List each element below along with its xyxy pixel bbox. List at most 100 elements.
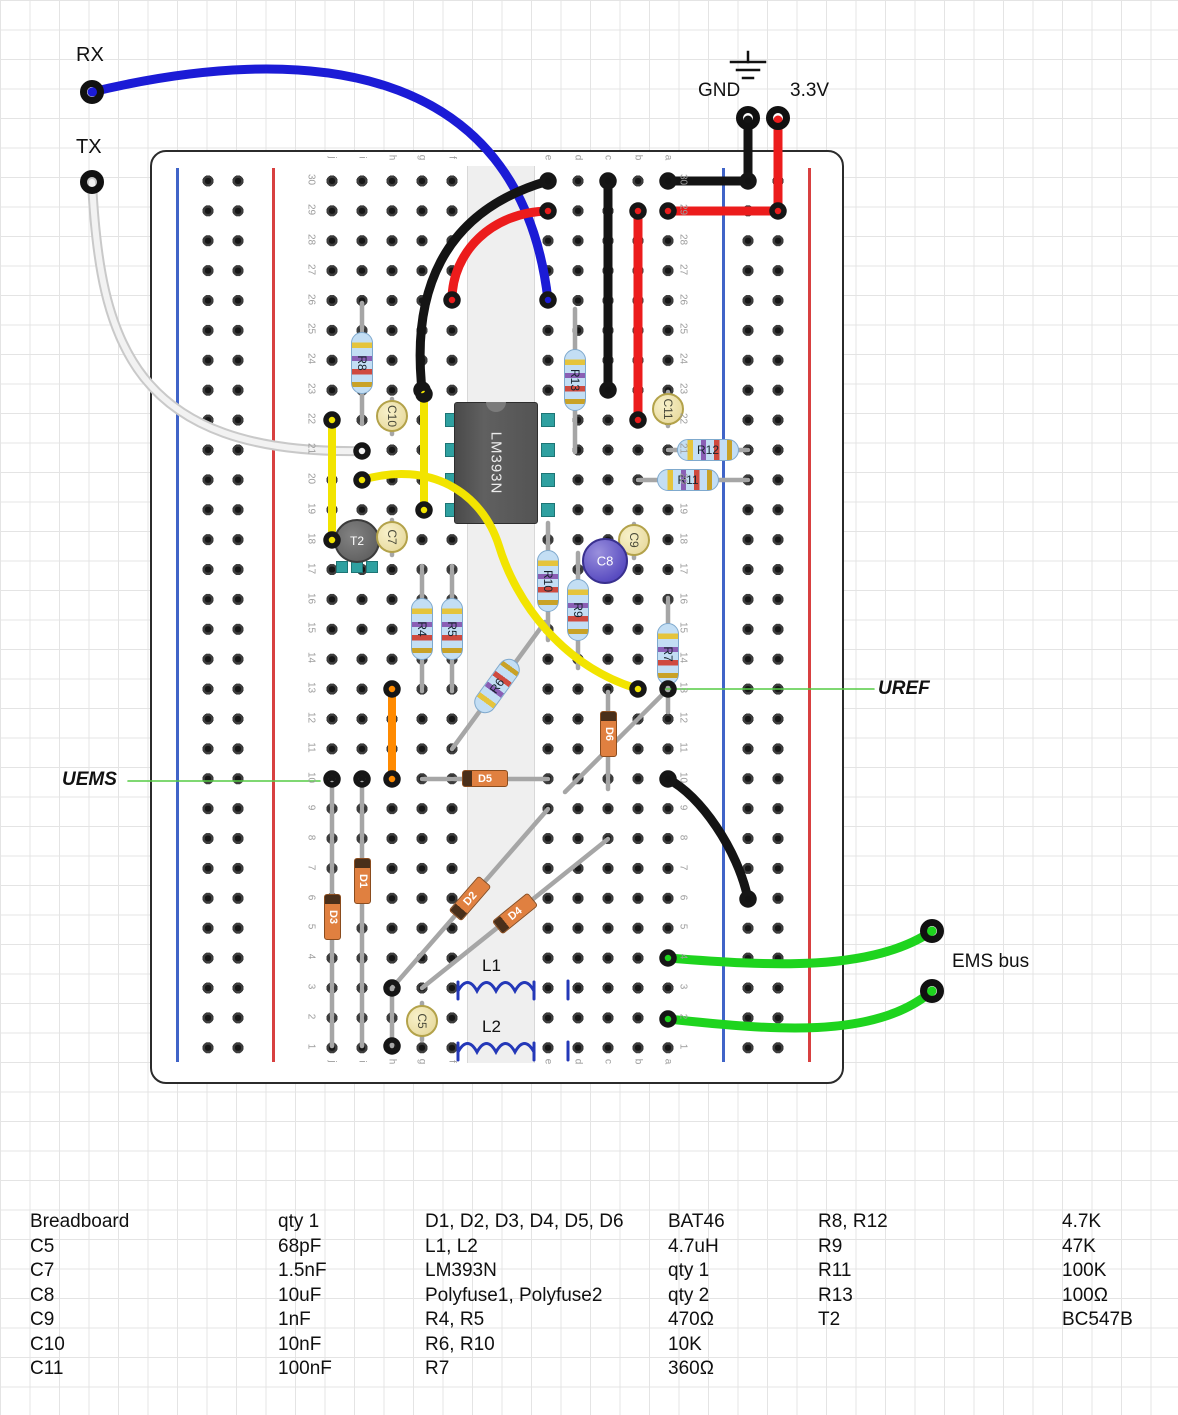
v33-label: 3.3V xyxy=(790,80,830,101)
row-number: 6 xyxy=(305,894,317,900)
capacitor-c10: C10 xyxy=(376,400,408,432)
bom-cell: T2 xyxy=(818,1309,841,1330)
column-letter: c xyxy=(602,155,614,160)
row-number: 3 xyxy=(677,983,689,990)
row-number: 1 xyxy=(677,1043,689,1050)
transistor-label: T2 xyxy=(349,534,365,548)
row-number: 9 xyxy=(677,804,689,811)
row-number: 28 xyxy=(677,233,689,245)
bom-cell: 68pF xyxy=(278,1235,322,1257)
bom-cell: 100K xyxy=(1062,1260,1107,1281)
bom-cell: 1.5nF xyxy=(278,1260,327,1281)
diode-d5: D5 xyxy=(462,770,508,787)
bom-cell: Polyfuse1, Polyfuse2 xyxy=(425,1284,603,1306)
bom-cell: R9 xyxy=(818,1235,843,1257)
row-number: 4 xyxy=(677,954,689,960)
row-number: 30 xyxy=(305,173,317,185)
bom-cell: 100nF xyxy=(278,1358,332,1379)
diode-d1: D1 xyxy=(354,858,371,904)
bom-cell: L1, L2 xyxy=(425,1235,478,1257)
column-letter: h xyxy=(386,1058,398,1065)
column-letter: j xyxy=(326,156,338,159)
ems-pad-2 xyxy=(920,979,944,1003)
inductor-l1-label: L1 xyxy=(482,956,501,975)
bom-cell: 10K xyxy=(668,1333,702,1355)
row-number: 27 xyxy=(305,263,317,275)
row-number: 11 xyxy=(305,742,317,753)
bom-cell: R11 xyxy=(818,1260,852,1281)
bom-cell: qty 2 xyxy=(668,1284,710,1306)
row-number: 30 xyxy=(677,173,689,185)
column-letter: e xyxy=(542,154,554,161)
row-number: 25 xyxy=(677,323,689,335)
resistor-label: R8 xyxy=(355,355,369,371)
row-number: 19 xyxy=(677,502,689,514)
resistor-label: R6 xyxy=(486,675,508,697)
row-number: 21 xyxy=(677,442,689,455)
bom-cell: BAT46 xyxy=(668,1211,725,1232)
bom-cell: 1nF xyxy=(278,1309,311,1330)
row-number: 24 xyxy=(677,353,689,365)
resistor-label: R13 xyxy=(568,368,582,392)
bom-cell: 4.7uH xyxy=(668,1235,719,1257)
resistor-label: R9 xyxy=(571,602,585,618)
diode-label: D6 xyxy=(602,726,615,742)
ems-pad-1 xyxy=(920,919,944,943)
capacitor-label: C11 xyxy=(661,398,675,420)
diode-label: D3 xyxy=(326,909,339,925)
row-number: 15 xyxy=(677,622,689,634)
column-letter: b xyxy=(632,154,644,161)
bom-cell: R6, R10 xyxy=(425,1333,495,1355)
bom-cell: C9 xyxy=(30,1309,55,1330)
rx-pad xyxy=(80,80,104,104)
diode-d6: D6 xyxy=(600,711,617,757)
capacitor-c7: C7 xyxy=(376,521,408,553)
row-number: 3 xyxy=(305,983,317,990)
resistor-r13: R13 xyxy=(564,349,586,411)
bom-cell: 360Ω xyxy=(668,1358,714,1379)
capacitor-label: C5 xyxy=(415,1013,429,1029)
row-number: 16 xyxy=(305,592,317,604)
row-number: 21 xyxy=(305,442,317,455)
row-number: 23 xyxy=(677,383,689,395)
tx-pad xyxy=(80,170,104,194)
column-letter: g xyxy=(416,1058,428,1065)
row-number: 27 xyxy=(677,263,689,275)
left-rail-blue-line xyxy=(176,168,179,1062)
column-letter: f xyxy=(446,1060,458,1063)
column-letter: i xyxy=(356,156,368,159)
resistor-r5: R5 xyxy=(441,598,463,660)
main-right-holes xyxy=(533,166,683,1063)
resistor-label: R11 xyxy=(677,473,699,487)
bom-cell: R7 xyxy=(425,1358,450,1379)
row-number: 26 xyxy=(677,293,689,305)
bom-cell: 10uF xyxy=(278,1284,322,1306)
bom-cell: qty 1 xyxy=(278,1211,320,1232)
column-letter: g xyxy=(416,154,428,161)
diode-d3: D3 xyxy=(324,894,341,940)
column-letter: i xyxy=(356,1060,368,1063)
bom-cell: 47K xyxy=(1062,1235,1096,1257)
row-number: 8 xyxy=(677,834,689,840)
resistor-label: R12 xyxy=(696,443,720,457)
row-number: 29 xyxy=(305,203,317,215)
tx-label: TX xyxy=(76,136,102,158)
bom-cell: C5 xyxy=(30,1235,55,1257)
row-number: 9 xyxy=(305,804,317,811)
right-rail-blue-line xyxy=(722,168,725,1062)
resistor-r11: R11 xyxy=(657,469,719,491)
column-letter: e xyxy=(542,1058,554,1065)
uems-label: UEMS xyxy=(62,769,117,790)
bom-cell xyxy=(818,1333,1062,1358)
ground-symbol-icon xyxy=(729,50,767,80)
uref-label: UREF xyxy=(878,678,930,699)
resistor-r9: R9 xyxy=(567,579,589,641)
bom-cell: 10nF xyxy=(278,1333,322,1355)
resistor-label: R7 xyxy=(661,646,675,662)
row-number: 7 xyxy=(305,864,317,870)
bom-cell: qty 1 xyxy=(668,1260,710,1281)
row-number: 18 xyxy=(677,532,689,544)
bom-cell: C10 xyxy=(30,1333,65,1355)
column-letter: d xyxy=(572,1058,584,1065)
